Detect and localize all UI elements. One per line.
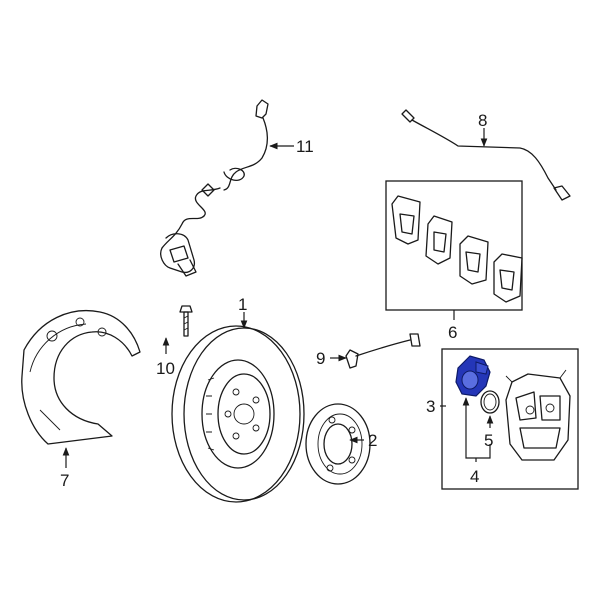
brake-rotor [171, 325, 305, 503]
brake-pad-set [391, 195, 523, 303]
callout-9: 9 [316, 349, 325, 368]
shield-bolt [179, 305, 193, 337]
callout-3: 3 [426, 397, 435, 416]
callout-labels: 11 8 6 1 10 9 2 7 3 5 4 [60, 111, 493, 490]
callout-4: 4 [470, 467, 479, 486]
caliper-bracket-highlighted [455, 355, 491, 397]
leader-lines [62, 128, 494, 468]
pad-wear-sensor-rear [345, 333, 421, 369]
caliper-kit-box [441, 348, 579, 490]
callout-7: 7 [60, 471, 69, 490]
callout-1: 1 [238, 295, 247, 314]
seal-ring [480, 390, 500, 414]
abs-sensor-harness [160, 99, 269, 277]
leader-4 [465, 416, 491, 459]
callout-2: 2 [368, 431, 377, 450]
hub-ring [305, 403, 371, 485]
callout-10: 10 [156, 359, 175, 378]
splash-shield [21, 310, 141, 445]
callout-5: 5 [484, 431, 493, 450]
brake-pad-kit-box [385, 180, 523, 311]
callout-11: 11 [296, 137, 314, 156]
brake-caliper [505, 369, 571, 461]
callout-8: 8 [478, 111, 487, 130]
pad-wear-sensor-front [401, 109, 571, 201]
callout-6: 6 [448, 323, 457, 342]
